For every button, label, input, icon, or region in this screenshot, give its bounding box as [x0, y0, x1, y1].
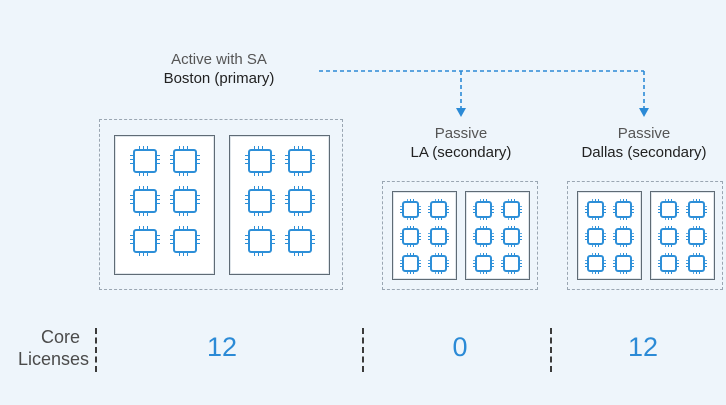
- la-label: Passive LA (secondary): [381, 125, 541, 163]
- dallas-label: Passive Dallas (secondary): [563, 125, 725, 163]
- server-icon: [114, 135, 215, 275]
- dallas-license-count: 12: [627, 332, 659, 362]
- processor-core-icon: [428, 201, 449, 218]
- dallas-status: Passive: [617, 125, 671, 142]
- arrow-head-icon: [639, 108, 649, 117]
- core-licenses-label: Core Licenses: [18, 327, 89, 371]
- processor-core-icon: [170, 189, 200, 213]
- dallas-name: Dallas (secondary): [581, 143, 707, 161]
- la-name: LA (secondary): [410, 143, 512, 161]
- processor-core-icon: [501, 228, 522, 245]
- license-divider: [550, 328, 552, 372]
- core-label-line2: Licenses: [18, 348, 90, 369]
- processor-core-icon: [130, 149, 160, 173]
- processor-core-icon: [400, 201, 421, 218]
- server-icon: [465, 191, 530, 280]
- processor-core-icon: [170, 149, 200, 173]
- processor-core-icon: [585, 228, 606, 245]
- boston-license-count: 12: [206, 332, 238, 362]
- processor-core-icon: [585, 255, 606, 272]
- processor-core-icon: [658, 201, 679, 218]
- processor-core-icon: [501, 255, 522, 272]
- server-icon: [650, 191, 715, 280]
- processor-core-icon: [285, 229, 315, 253]
- license-divider: [95, 328, 97, 372]
- processor-core-icon: [473, 201, 494, 218]
- processor-core-icon: [658, 255, 679, 272]
- processor-core-icon: [658, 228, 679, 245]
- processor-core-icon: [686, 255, 707, 272]
- boston-name: Boston (primary): [163, 69, 275, 87]
- processor-core-icon: [501, 201, 522, 218]
- processor-core-icon: [245, 149, 275, 173]
- processor-core-icon: [428, 228, 449, 245]
- boston-site-box: [99, 119, 343, 290]
- processor-core-icon: [613, 255, 634, 272]
- la-license-count: 0: [452, 332, 468, 362]
- processor-core-icon: [400, 255, 421, 272]
- core-label-line1: Core: [40, 327, 80, 347]
- dallas-site-box: [567, 181, 723, 290]
- processor-core-icon: [170, 229, 200, 253]
- la-status: Passive: [434, 125, 488, 142]
- processor-core-icon: [245, 229, 275, 253]
- processor-core-icon: [245, 189, 275, 213]
- arrow-head-icon: [456, 108, 466, 117]
- server-icon: [229, 135, 330, 275]
- processor-core-icon: [285, 149, 315, 173]
- processor-core-icon: [686, 228, 707, 245]
- processor-core-icon: [285, 189, 315, 213]
- la-site-box: [382, 181, 538, 290]
- license-divider: [362, 328, 364, 372]
- processor-core-icon: [130, 229, 160, 253]
- boston-label: Active with SA Boston (primary): [149, 51, 289, 89]
- server-icon: [392, 191, 457, 280]
- processor-core-icon: [130, 189, 160, 213]
- processor-core-icon: [428, 255, 449, 272]
- boston-status: Active with SA: [171, 51, 267, 68]
- processor-core-icon: [473, 228, 494, 245]
- processor-core-icon: [400, 228, 421, 245]
- processor-core-icon: [613, 201, 634, 218]
- processor-core-icon: [473, 255, 494, 272]
- processor-core-icon: [686, 201, 707, 218]
- processor-core-icon: [613, 228, 634, 245]
- processor-core-icon: [585, 201, 606, 218]
- server-icon: [577, 191, 642, 280]
